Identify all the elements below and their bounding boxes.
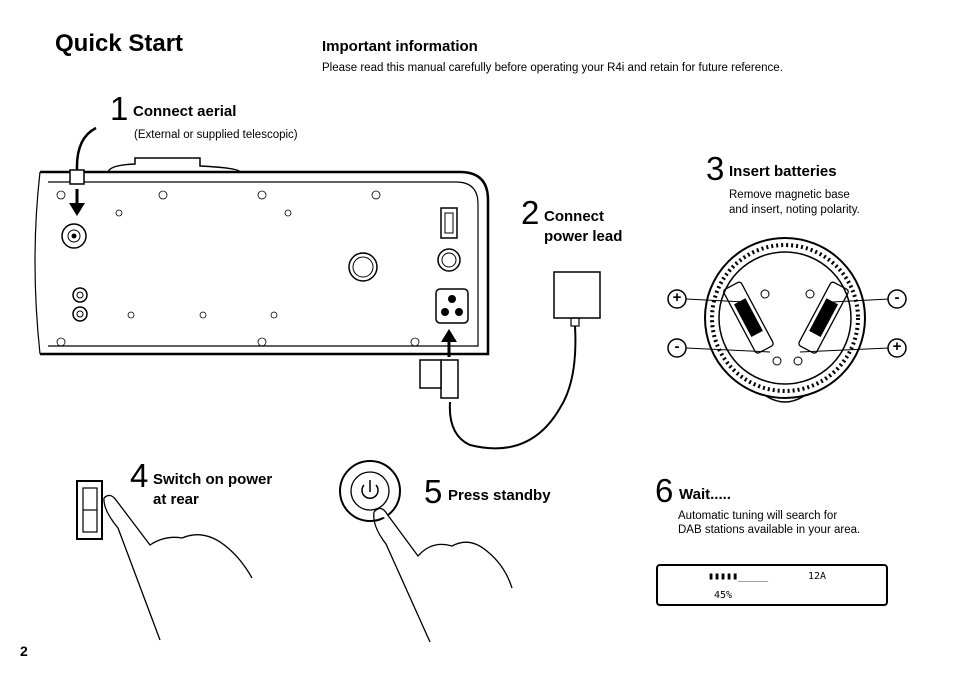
minus-marker-right: - [894, 289, 900, 306]
step-6-number: 6 [655, 472, 674, 509]
step-1-number: 1 [110, 90, 129, 127]
switch-hand-illustration [76, 480, 253, 641]
step-5-number: 5 [424, 473, 443, 510]
step-6-title: Wait..... [679, 486, 731, 503]
plus-marker-right: + [892, 338, 902, 355]
step-2-number: 2 [521, 194, 540, 231]
step-1-subtitle: (External or supplied telescopic) [134, 129, 298, 141]
plus-marker-left: + [672, 289, 682, 306]
important-body: Please read this manual carefully before… [322, 62, 783, 74]
progress-percent: 45% [714, 590, 733, 601]
radio-rear-illustration [34, 157, 490, 356]
step-4-title-line1: Switch on power [153, 471, 273, 488]
step-3-number: 3 [706, 150, 725, 187]
standby-hand-illustration [339, 460, 513, 643]
step-2-title-line1: Connect [544, 208, 604, 225]
step-3-title: Insert batteries [729, 163, 837, 180]
channel-label: 12A [808, 571, 827, 582]
page-title: Quick Start [55, 30, 184, 57]
tuning-progress-bar: ▮▮▮▮▮_____ [708, 571, 769, 582]
important-heading: Important information [322, 38, 478, 55]
step-4-title-line2: at rear [153, 491, 199, 508]
minus-marker-left: - [674, 338, 680, 355]
step-3-body-line2: and insert, noting polarity. [729, 204, 860, 216]
aerial-plug-illustration [69, 126, 97, 216]
page-number: 2 [20, 643, 28, 659]
step-5-title: Press standby [448, 487, 551, 504]
step-2-title-line2: power lead [544, 228, 623, 245]
step-6-body-line1: Automatic tuning will search for [678, 510, 838, 522]
lcd-display: ▮▮▮▮▮_____ 12A 45% [656, 564, 888, 606]
power-lead-illustration [419, 271, 601, 450]
battery-compartment-illustration [667, 237, 907, 403]
step-6-body-line2: DAB stations available in your area. [678, 524, 861, 536]
step-4-number: 4 [130, 457, 149, 494]
step-1-title: Connect aerial [133, 103, 237, 120]
step-3-body-line1: Remove magnetic base [729, 189, 850, 201]
